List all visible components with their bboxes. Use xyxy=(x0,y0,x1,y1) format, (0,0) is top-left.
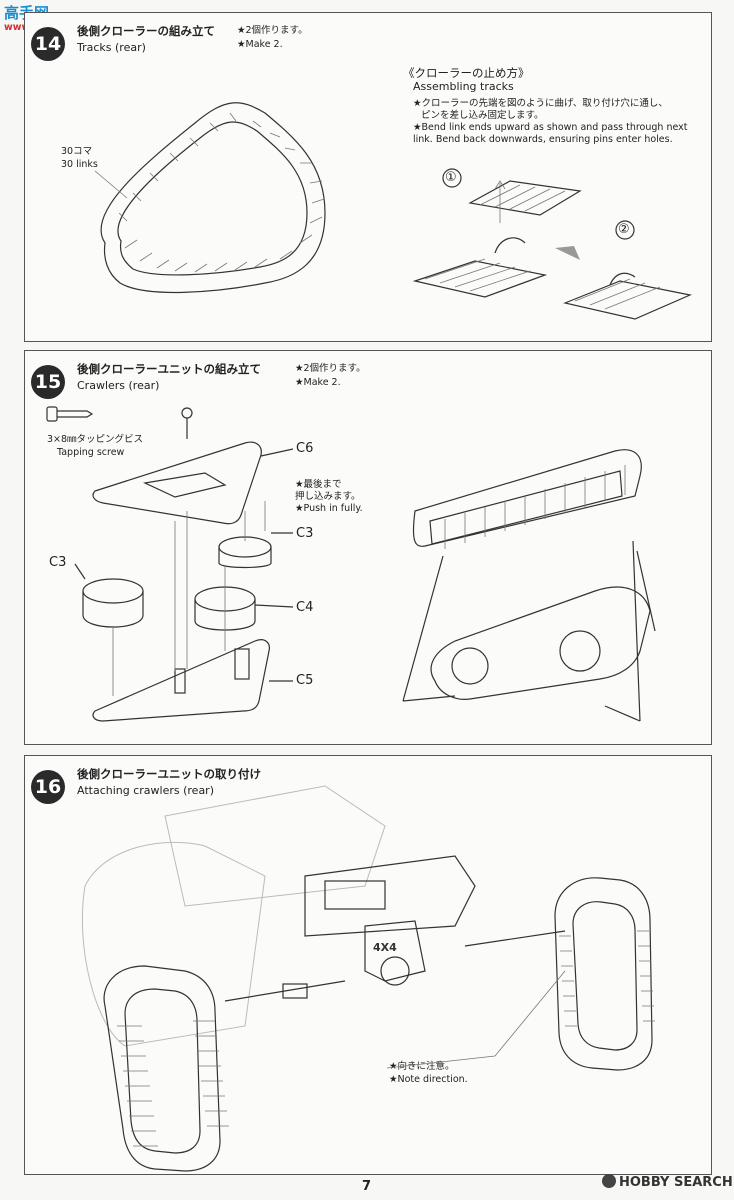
assembling-desc-jp-2: ピンを差し込み固定します。 xyxy=(421,110,544,121)
assembling-desc-jp-1: ★クローラーの先端を図のように曲げ、取り付け穴に通し、 xyxy=(413,98,668,109)
step-15-title-en: Crawlers (rear) xyxy=(77,379,160,392)
screw-label-en: Tapping screw xyxy=(57,447,125,458)
part-c5-label: C5 xyxy=(296,673,314,688)
links-count-jp: 30コマ xyxy=(61,146,93,157)
page-number: 7 xyxy=(362,1179,372,1194)
brand-watermark: HOBBY SEARCH xyxy=(602,1174,733,1189)
direction-note-jp: ★向きに注意。 xyxy=(389,1061,455,1072)
step-14-title-jp: 後側クローラーの組み立て xyxy=(77,24,215,38)
part-c3-label-left: C3 xyxy=(49,555,67,570)
push-note-en: ★Push in fully. xyxy=(295,503,363,514)
push-note-jp-1: ★最後まで xyxy=(295,479,342,490)
assembling-step-2: ② xyxy=(618,222,630,237)
assembling-step-1: ① xyxy=(445,170,457,185)
brand-text: HOBBY SEARCH xyxy=(619,1175,733,1190)
step-16-title-en: Attaching crawlers (rear) xyxy=(77,784,215,797)
step-16-panel: 16 後側クローラーユニットの取り付け Attaching crawlers (… xyxy=(24,755,712,1175)
track-loop-illustration xyxy=(94,102,692,320)
step-14-note-jp: ★2個作ります。 xyxy=(237,25,308,36)
part-c6-label: C6 xyxy=(296,441,314,456)
links-count-en: 30 links xyxy=(61,159,98,170)
step-14-number: 14 xyxy=(31,27,65,61)
step-14-note-en: ★Make 2. xyxy=(237,39,283,50)
assembling-desc-en-1: ★Bend link ends upward as shown and pass… xyxy=(413,122,688,133)
step-15-title-jp: 後側クローラーユニットの組み立て xyxy=(77,362,261,376)
step-14-panel: 14 後側クローラーの組み立て Tracks (rear) ★2個作ります。 ★… xyxy=(24,12,712,342)
hobby-search-logo-icon xyxy=(602,1174,616,1188)
direction-note-en: ★Note direction. xyxy=(389,1074,468,1085)
crawler-unit-illustration xyxy=(46,406,656,722)
step-16-title-jp: 後側クローラーユニットの取り付け xyxy=(77,767,261,781)
emblem-4x4: 4X4 xyxy=(373,941,397,954)
part-c3-label-right: C3 xyxy=(296,526,314,541)
step-15-note-jp: ★2個作ります。 xyxy=(295,363,366,374)
assembling-heading-jp: 《クローラーの止め方》 xyxy=(403,66,530,80)
assembling-desc-en-2: link. Bend back downwards, ensuring pins… xyxy=(413,134,673,145)
step-15-note-en: ★Make 2. xyxy=(295,377,341,388)
attach-crawlers-illustration: 4X4 xyxy=(81,785,655,1172)
step-16-number: 16 xyxy=(31,770,65,804)
assembling-heading-en: Assembling tracks xyxy=(413,80,514,93)
screw-label-jp: 3×8㎜タッピングビス xyxy=(47,434,144,445)
step-15-panel: 15 後側クローラーユニットの組み立て Crawlers (rear) ★2個作… xyxy=(24,350,712,745)
step-15-number: 15 xyxy=(31,365,65,399)
push-note-jp-2: 押し込みます。 xyxy=(295,491,361,502)
part-c4-label: C4 xyxy=(296,600,314,615)
step-14-title-en: Tracks (rear) xyxy=(77,41,146,54)
